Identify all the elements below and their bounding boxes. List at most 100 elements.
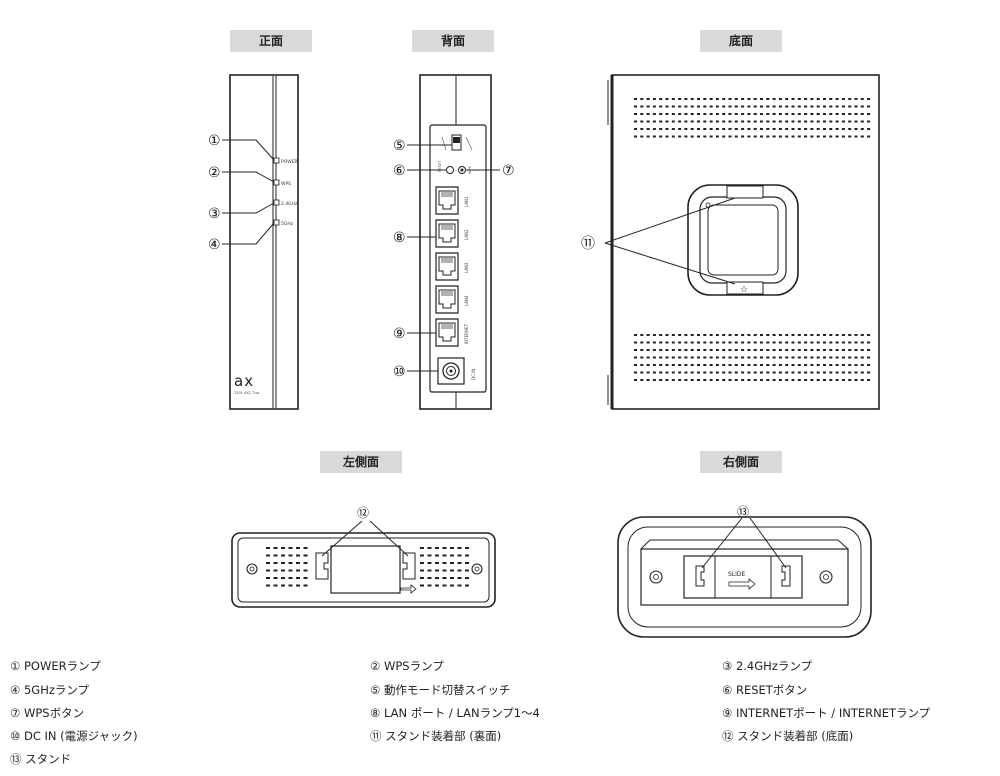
- leader-line-12b: [369, 520, 409, 557]
- vent-slot: [703, 120, 707, 123]
- vent-slot: [810, 349, 814, 351]
- port-label-lan2: LAN2: [464, 229, 469, 240]
- leader-line-11b: [604, 242, 736, 285]
- vent-slot: [772, 334, 776, 336]
- vent-slot: [867, 113, 871, 115]
- vent-slot: [266, 577, 270, 579]
- vent-slot: [797, 334, 801, 336]
- vent-slot: [797, 356, 801, 359]
- vent-slot: [734, 98, 738, 100]
- legend-item-3: ③ 2.4GHzランプ: [722, 659, 813, 673]
- vent-slot: [665, 128, 669, 130]
- vent-slot: [715, 334, 719, 336]
- vent-slot: [734, 105, 738, 108]
- vent-slot: [665, 364, 669, 366]
- vent-slot: [652, 128, 656, 130]
- vent-slot: [734, 356, 738, 359]
- vent-slot: [772, 364, 776, 366]
- vent-slot: [281, 577, 285, 579]
- vent-slot: [722, 349, 726, 351]
- vent-slot: [823, 98, 826, 100]
- lan-port-4[interactable]: [435, 285, 459, 314]
- vent-slot: [860, 98, 864, 100]
- vent-slot: [841, 113, 845, 115]
- vent-slot: [697, 364, 700, 366]
- vent-slot: [427, 547, 432, 549]
- vent-slot: [442, 569, 447, 572]
- vent-slot: [728, 135, 732, 138]
- vent-slot: [420, 547, 424, 549]
- vent-slot: [665, 113, 669, 115]
- lan-port-3[interactable]: [435, 252, 459, 281]
- vent-slot: [778, 135, 782, 138]
- vent-slot: [797, 364, 801, 366]
- vent-slot: [810, 98, 814, 100]
- vent-slot: [797, 120, 801, 123]
- internet-port[interactable]: [435, 318, 459, 347]
- vent-slot: [646, 120, 650, 123]
- vent-slot: [766, 349, 770, 351]
- vent-slot: [303, 554, 308, 557]
- vent-slot: [829, 135, 833, 138]
- mode-switch[interactable]: [441, 134, 473, 151]
- vent-slot: [841, 341, 845, 344]
- vent-slot: [791, 105, 795, 108]
- vent-slot: [684, 120, 688, 123]
- vent-slot: [848, 334, 852, 336]
- vent-slot: [722, 105, 726, 108]
- front-section-label: 正面: [230, 30, 312, 52]
- vent-slot: [296, 577, 300, 579]
- vent-slot: [816, 371, 820, 374]
- lan-port-1[interactable]: [435, 186, 459, 215]
- vent-slot: [690, 371, 694, 374]
- vent-slot: [420, 577, 424, 579]
- vent-slot: [816, 364, 820, 366]
- vent-slot: [785, 364, 789, 366]
- vent-slot: [848, 128, 852, 130]
- vent-slot: [678, 371, 682, 374]
- vent-slot: [848, 135, 852, 138]
- right-side-body: [617, 516, 872, 638]
- vent-slot: [778, 113, 782, 115]
- leader-line-11a: [604, 197, 736, 244]
- vent-slot: [797, 105, 801, 108]
- lan-port-2[interactable]: [435, 219, 459, 248]
- vent-slot: [854, 135, 858, 138]
- vent-slot: [288, 554, 293, 557]
- vent-slot: [659, 341, 663, 344]
- vent-slot: [785, 349, 789, 351]
- vent-slot: [848, 364, 852, 366]
- vent-slot: [703, 334, 707, 336]
- vent-slot: [646, 98, 650, 100]
- vent-slot: [848, 120, 852, 123]
- vent-slot: [804, 113, 808, 115]
- reset-button[interactable]: [446, 166, 454, 174]
- front-logo-sub: 1201 AX2 T-sa: [234, 391, 259, 395]
- vent-slot: [709, 356, 713, 359]
- vent-slot: [854, 105, 858, 108]
- vent-slot: [772, 379, 776, 381]
- vent-slot: [760, 128, 763, 130]
- legend-item-9: ⑨ INTERNETポート / INTERNETランプ: [722, 706, 931, 720]
- dc-in-jack[interactable]: [437, 357, 465, 385]
- vent-slot: [734, 113, 738, 115]
- vent-slot: [753, 128, 757, 130]
- vent-slot: [860, 128, 864, 130]
- vent-slot: [772, 98, 776, 100]
- vent-slot: [829, 379, 833, 381]
- vent-slot: [766, 334, 770, 336]
- vent-slot: [860, 379, 864, 381]
- vent-slot: [810, 113, 814, 115]
- vent-slot: [420, 569, 424, 572]
- left-stand-slot: [330, 545, 401, 594]
- vent-slot: [722, 120, 726, 123]
- vent-slot: [640, 379, 644, 381]
- vent-slot: [785, 128, 789, 130]
- vent-slot: [722, 113, 726, 115]
- vent-slot: [288, 569, 293, 572]
- vent-slot: [684, 379, 688, 381]
- vent-slot: [715, 341, 719, 344]
- vent-slot: [778, 120, 782, 123]
- vent-slot: [303, 547, 308, 549]
- vent-slot: [734, 341, 738, 344]
